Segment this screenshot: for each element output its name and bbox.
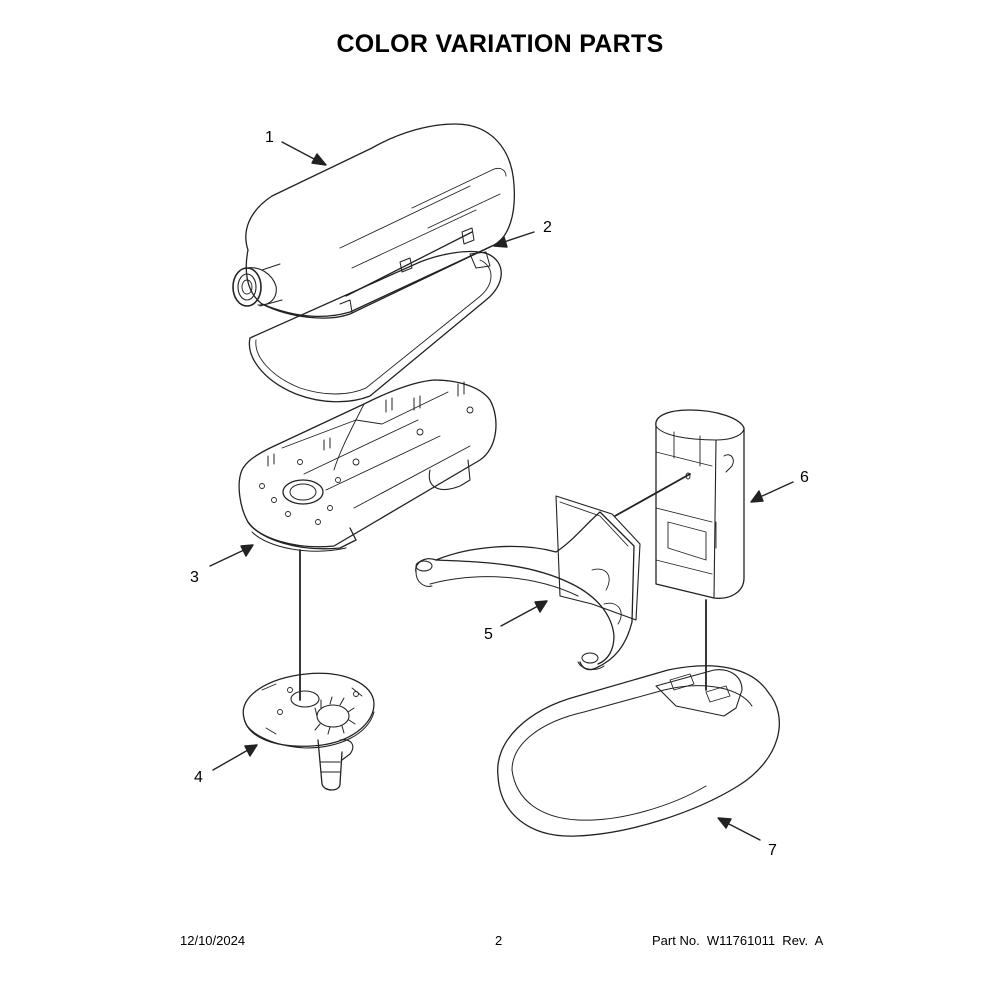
part-3-head-base xyxy=(238,379,497,552)
footer-date: 12/10/2024 xyxy=(180,933,246,948)
part-5-bowl-clamp xyxy=(415,495,641,671)
part-2-trim-band xyxy=(248,250,502,403)
part-4-gear-plate xyxy=(242,672,375,791)
part-6-pedestal xyxy=(655,409,745,599)
part-1-motor-housing xyxy=(232,123,516,319)
callout-label-4: 4 xyxy=(194,769,203,786)
callout-label-3: 3 xyxy=(190,569,199,586)
footer-page-number: 2 xyxy=(495,933,503,948)
callout-label-5: 5 xyxy=(484,626,493,643)
part-7-base xyxy=(497,665,780,837)
callout-label-1: 1 xyxy=(265,129,274,146)
callout-label-7: 7 xyxy=(768,842,777,859)
assembly-lines xyxy=(299,473,707,701)
callout-arrows xyxy=(209,141,794,841)
page-title: COLOR VARIATION PARTS xyxy=(336,30,664,58)
callout-label-2: 2 xyxy=(543,219,552,236)
callout-label-6: 6 xyxy=(800,469,809,486)
footer-part-number: Part No. W11761011 Rev. A xyxy=(652,933,824,948)
